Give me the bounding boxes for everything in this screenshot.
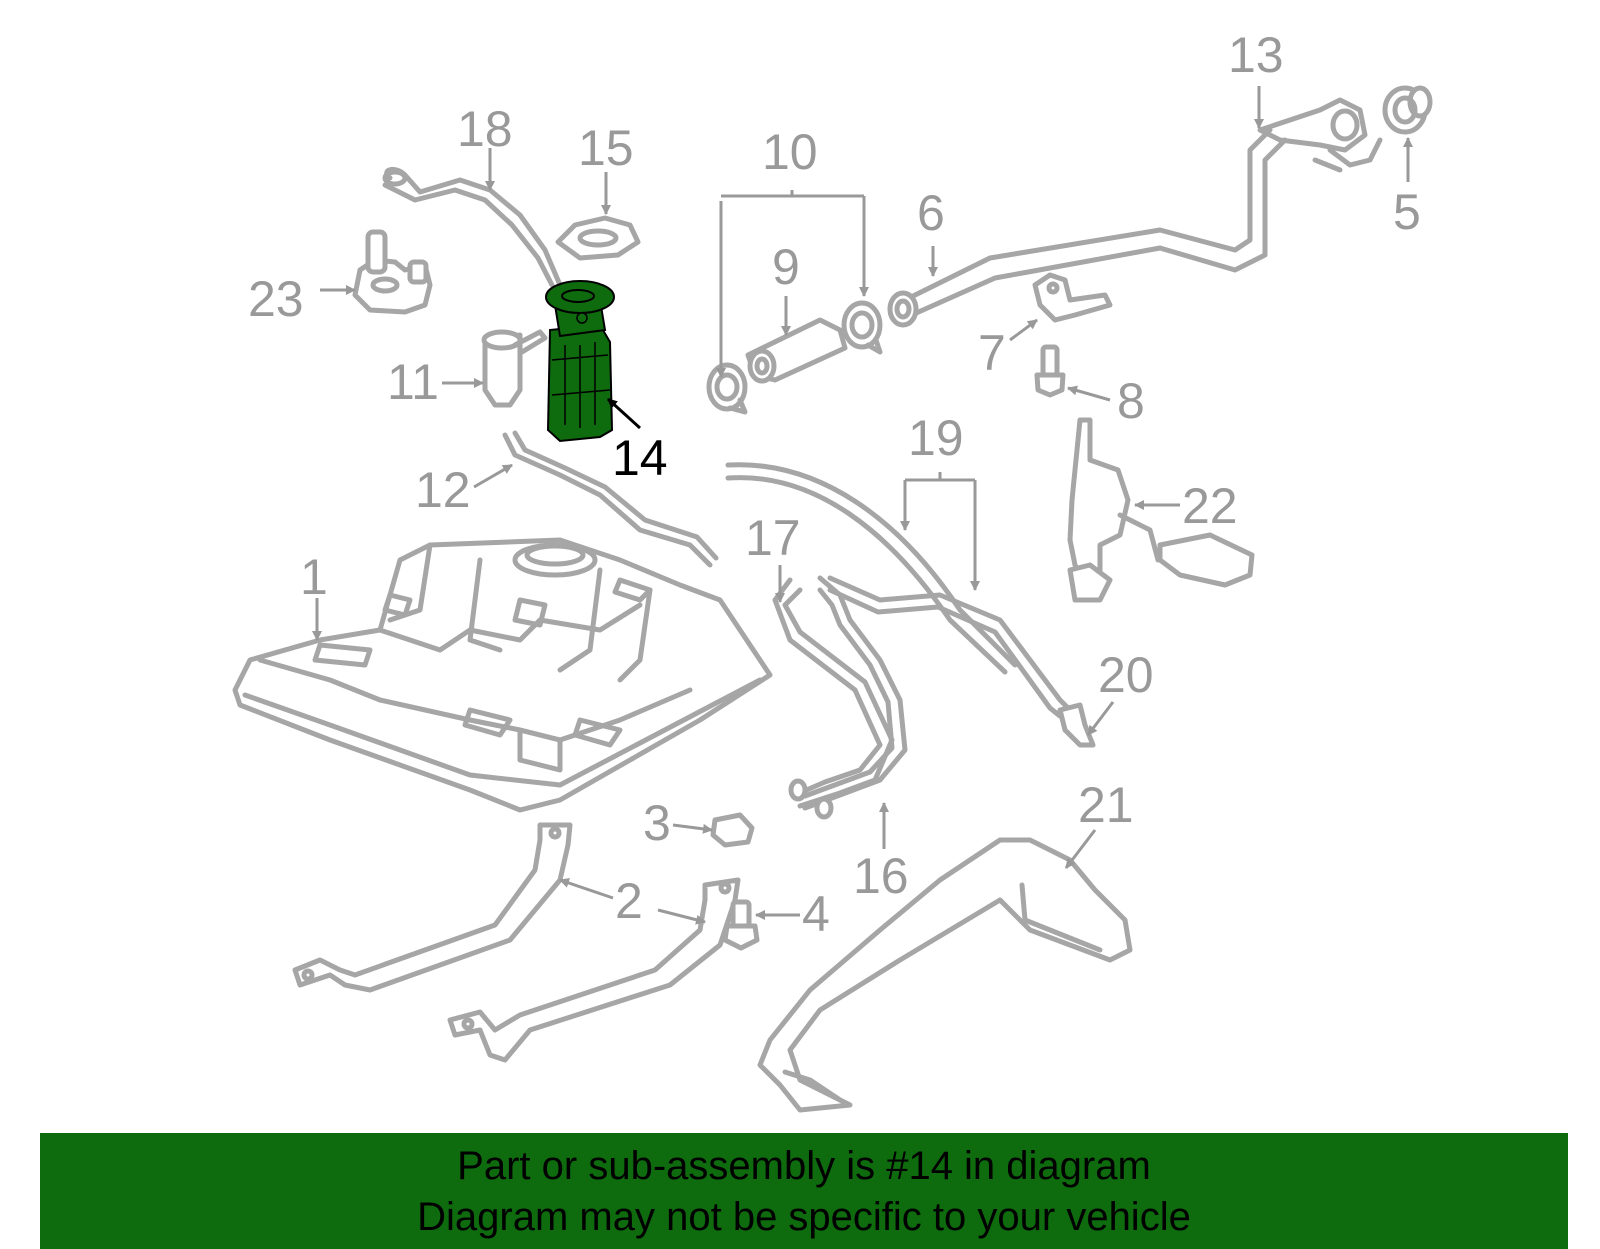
part-18-harness <box>382 166 563 288</box>
label-17: 17 <box>745 510 801 566</box>
label-23: 23 <box>248 271 304 327</box>
part-6-filler-pipe <box>887 127 1288 328</box>
label-18: 18 <box>457 101 513 157</box>
label-2: 2 <box>615 873 643 929</box>
label-3: 3 <box>643 795 671 851</box>
part-13-filler-neck <box>1257 97 1383 173</box>
banner-line-1: Part or sub-assembly is #14 in diagram <box>457 1144 1151 1188</box>
label-1: 1 <box>300 549 328 605</box>
part-19-vent-hose <box>725 462 1073 719</box>
parts-diagram: 1 2 3 4 5 6 7 8 9 10 11 12 13 14 15 16 1… <box>232 27 1433 1113</box>
label-13: 13 <box>1228 27 1284 83</box>
label-6: 6 <box>917 185 945 241</box>
part-21-shield <box>757 837 1133 1113</box>
label-22: 22 <box>1182 478 1238 534</box>
label-12: 12 <box>415 462 471 518</box>
label-20: 20 <box>1098 647 1154 703</box>
part-9-hose <box>745 317 848 384</box>
label-10: 10 <box>762 124 818 180</box>
callout-labels: 1 2 3 4 5 6 7 8 9 10 11 12 13 14 15 16 1… <box>248 27 1421 942</box>
label-5: 5 <box>1393 184 1421 240</box>
part-22-level-sensor <box>1067 417 1255 603</box>
part-15-lock-ring <box>555 215 641 261</box>
part-14-fuel-pump-module[interactable] <box>545 280 615 443</box>
info-banner: Part or sub-assembly is #14 in diagram D… <box>40 1133 1568 1249</box>
part-1-fuel-tank <box>232 537 773 813</box>
part-11-sender <box>481 329 548 408</box>
part-2-strap-left <box>292 822 573 993</box>
part-5-fuel-cap <box>1382 85 1433 135</box>
label-7: 7 <box>978 325 1006 381</box>
part-4-bolt <box>722 899 760 951</box>
label-14: 14 <box>612 430 668 486</box>
label-21: 21 <box>1078 777 1134 833</box>
part-3-clip <box>710 812 755 848</box>
part-16-fuel-lines <box>772 575 908 820</box>
label-11: 11 <box>387 354 439 410</box>
part-12-hose <box>502 430 719 568</box>
part-7-bracket <box>1032 272 1113 323</box>
label-15: 15 <box>578 120 634 176</box>
label-8: 8 <box>1117 373 1145 429</box>
label-19: 19 <box>908 410 964 466</box>
part-8-bolt <box>1034 344 1066 398</box>
label-16: 16 <box>853 848 909 904</box>
part-2-strap-right <box>447 877 741 1063</box>
label-9: 9 <box>772 239 800 295</box>
part-20-connector <box>1057 702 1096 748</box>
banner-line-2: Diagram may not be specific to your vehi… <box>417 1195 1191 1239</box>
label-4: 4 <box>802 886 830 942</box>
part-10-clamp-left <box>706 362 748 415</box>
leader-lines <box>312 86 1413 925</box>
part-23-vent-valve <box>352 229 433 315</box>
part-10-clamp-right <box>841 300 883 355</box>
